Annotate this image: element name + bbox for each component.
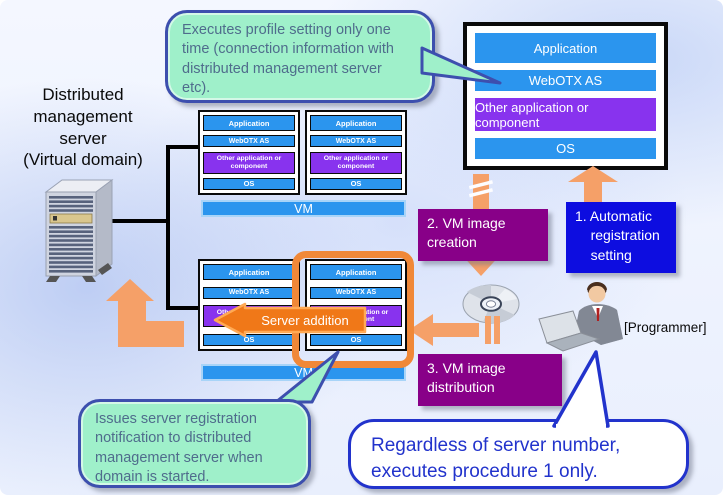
- programmer-icon: [538, 282, 623, 352]
- application-bar: Application: [310, 115, 402, 131]
- application-bar: Application: [475, 33, 656, 63]
- profile-bubble-tail: [420, 46, 502, 85]
- layer-label: WebOTX AS: [228, 289, 270, 297]
- vm-stack: Application WebOTX AS Other application …: [198, 110, 300, 195]
- layer-label: Other application or component: [216, 155, 282, 170]
- vm-label: VM: [294, 201, 313, 216]
- os-label: OS: [556, 141, 575, 156]
- webotx-bar: WebOTX AS: [203, 135, 295, 148]
- layer-label: Other application or component: [323, 155, 389, 170]
- other-component-bar: Other application or component: [203, 151, 295, 174]
- connector-bottom-branch: [166, 306, 202, 310]
- layer-label: Application: [228, 267, 270, 277]
- layer-label: Application: [335, 118, 377, 128]
- application-label: Application: [533, 40, 598, 56]
- webotx-bar: WebOTX AS: [310, 286, 402, 299]
- distributed-server-label: Distributed management server (Virtual d…: [23, 85, 143, 170]
- connector-trunk: [166, 145, 170, 310]
- other-component-bar: Other application or component: [475, 98, 656, 131]
- connector-top-branch: [166, 145, 202, 149]
- profile-setting-bubble: Executes profile setting only one time (…: [165, 10, 435, 103]
- other-component-label: Other application or component: [475, 99, 589, 130]
- programmer-label: [Programmer]: [624, 320, 707, 335]
- other-component-bar: Other application or component: [310, 151, 402, 174]
- layer-label: WebOTX AS: [335, 289, 377, 297]
- server-tower-icon: [44, 179, 114, 282]
- connector-server-branch: [112, 219, 170, 223]
- layer-label: OS: [350, 179, 362, 189]
- os-bar: OS: [475, 138, 656, 159]
- webotx-bar: WebOTX AS: [203, 286, 295, 299]
- webotx-bar: WebOTX AS: [475, 70, 656, 91]
- profile-setting-bubble-text: Executes profile setting only one time (…: [182, 22, 394, 96]
- application-bar: Application: [203, 264, 295, 280]
- os-bar: OS: [310, 333, 402, 346]
- layer-label: Application: [335, 267, 377, 277]
- layer-label: OS: [243, 335, 255, 345]
- elbow-up-arrow-icon: [106, 279, 184, 347]
- registration-bubble: Issues server registration notification …: [78, 399, 311, 488]
- step2-box: 2. VM image creation: [418, 209, 548, 261]
- os-bar: OS: [310, 177, 402, 190]
- cd-disc-icon: [462, 284, 520, 324]
- up-arrow-icon: [568, 166, 618, 202]
- layer-label: WebOTX AS: [335, 137, 377, 145]
- server-addition-arrow-shape: [213, 302, 367, 338]
- vm-group-bottom: Application WebOTX AS Other application …: [198, 259, 409, 384]
- vm-group-top: Application WebOTX AS Other application …: [198, 110, 409, 220]
- vm-bar: VM: [201, 200, 406, 217]
- layer-label: WebOTX AS: [228, 137, 270, 145]
- step3-box: 3. VM image distribution: [418, 354, 562, 406]
- layer-label: OS: [350, 335, 362, 345]
- vm-stack: Application WebOTX AS Other application …: [305, 110, 407, 195]
- server-addition-arrow: Server addition: [213, 302, 369, 338]
- step1-box: 1. Automatic registration setting: [566, 202, 676, 273]
- software-stack-box: Application WebOTX AS Other application …: [463, 22, 668, 170]
- application-bar: Application: [310, 264, 402, 280]
- webotx-bar: WebOTX AS: [310, 135, 402, 148]
- regardless-bubble: Regardless of server number, executes pr…: [348, 419, 689, 489]
- regardless-bubble-tail: [552, 350, 610, 428]
- registration-bubble-text: Issues server registration notification …: [95, 411, 263, 485]
- server-addition-label: Server addition: [261, 312, 349, 328]
- os-bar: OS: [203, 177, 295, 190]
- left-arrow-icon: [409, 314, 500, 346]
- registration-bubble-tail: [274, 350, 340, 404]
- layer-label: Application: [228, 118, 270, 128]
- layer-label: OS: [243, 179, 255, 189]
- webotx-label: WebOTX AS: [528, 73, 603, 88]
- application-bar: Application: [203, 115, 295, 131]
